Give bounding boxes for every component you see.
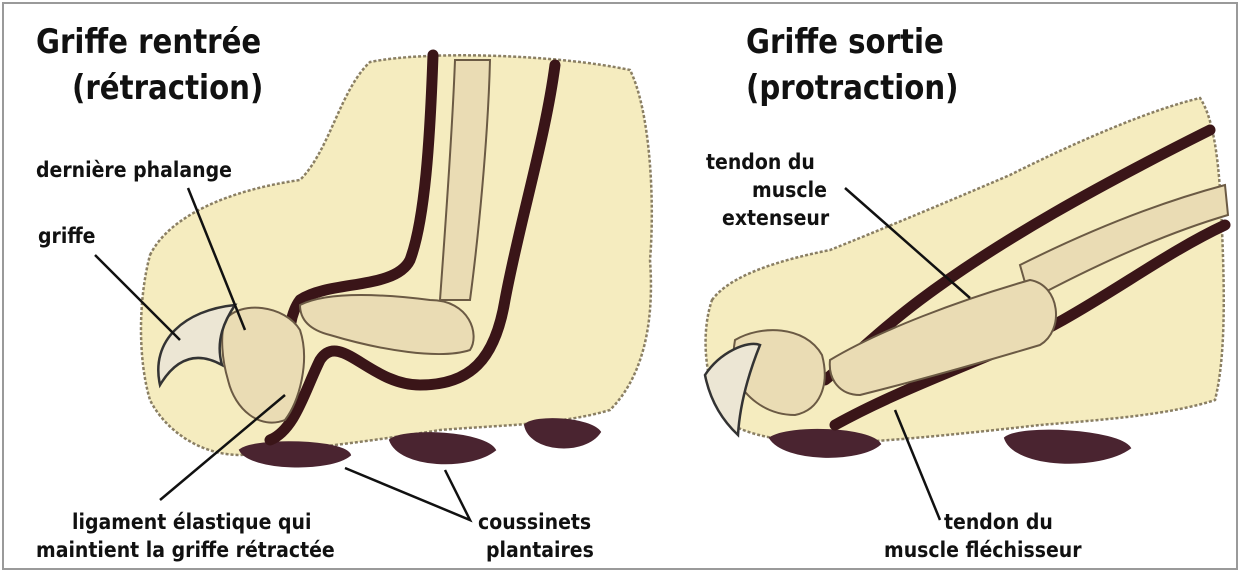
label-ligament-line2: maintient la griffe rétractée [36,538,335,563]
left-paw-fur [141,55,652,455]
right-title-line1: Griffe sortie [746,22,944,62]
left-pad-main [390,433,495,463]
label-ligament-line1: ligament élastique qui [72,510,311,535]
left-title-line1: Griffe rentrée [36,22,261,62]
label-coussinets-line2: plantaires [486,538,594,563]
label-flechisseur-line2: muscle fléchisseur [884,538,1082,563]
label-flechisseur-line1: tendon du [944,510,1053,535]
label-extenseur-line1: tendon du [706,150,815,175]
label-coussinets-line1: coussinets [478,510,591,535]
right-pad-main [1005,431,1130,463]
label-griffe: griffe [38,224,95,249]
label-extenseur-line3: extenseur [722,206,829,231]
leader-coussinets [345,468,470,520]
label-extenseur-line2: muscle [752,178,827,203]
left-pad-toe [240,442,350,466]
right-title-line2: (protraction) [746,68,959,108]
left-title-line2: (rétraction) [72,68,263,108]
label-derniere-phalange: dernière phalange [36,158,232,183]
left-pad-rear [525,419,600,447]
